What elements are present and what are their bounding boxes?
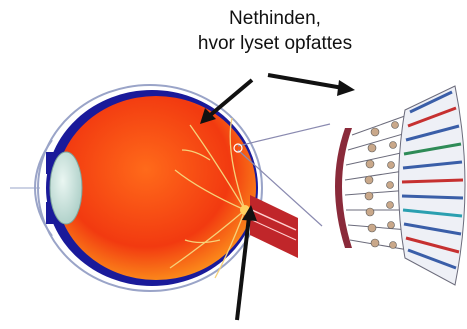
optic-nerve	[250, 195, 298, 258]
zoom-line-top	[238, 124, 330, 146]
lens	[50, 152, 82, 224]
retina-cross-section	[335, 86, 465, 285]
pigment-layer	[335, 128, 352, 248]
arrow-to-cross-section	[268, 75, 343, 88]
vitreous-body	[56, 96, 256, 280]
arrow-to-cross-section-head	[337, 80, 355, 96]
eyeball	[10, 85, 262, 291]
arrow-to-retina	[208, 80, 252, 117]
